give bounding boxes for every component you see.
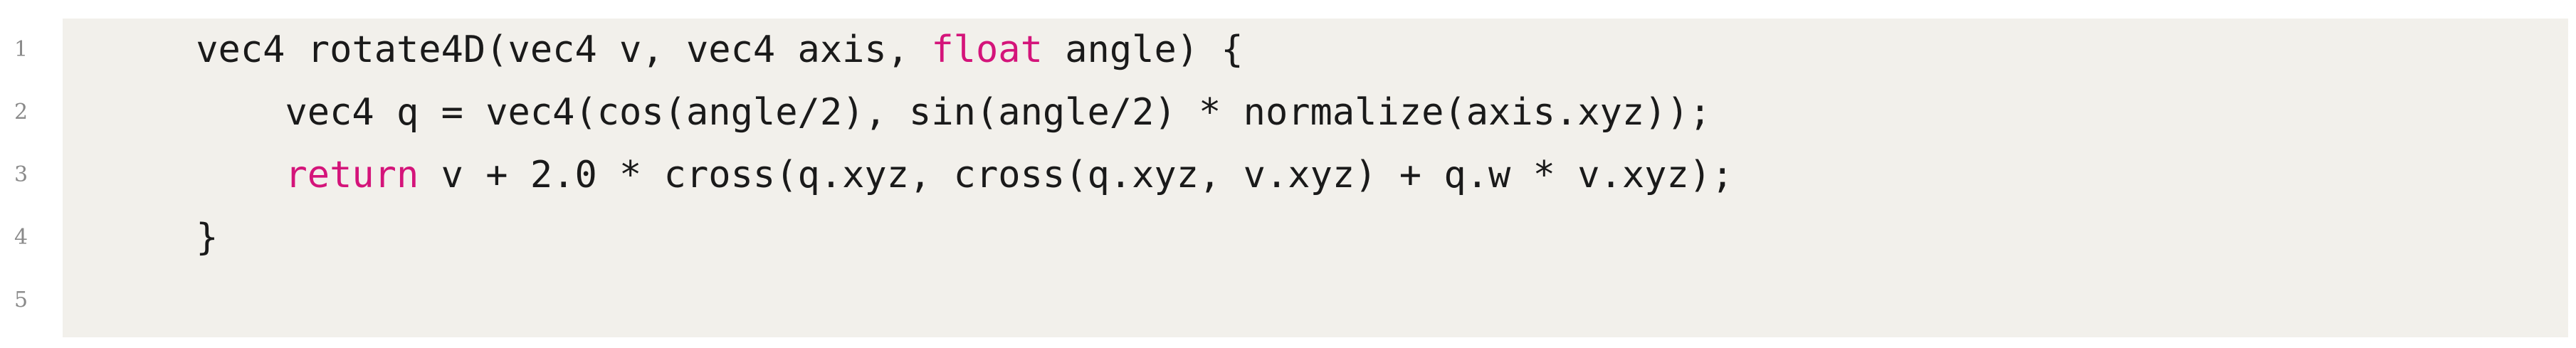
code-text: v + 2.0 * cross(q.xyz, cross(q.xyz, v.xy… (419, 154, 1734, 196)
code-block (63, 19, 2568, 337)
line-number: 4 (14, 225, 28, 250)
code-text: vec4 rotate4D(vec4 v, vec4 axis, (196, 28, 932, 71)
line-number: 2 (14, 100, 28, 125)
line-number: 5 (14, 288, 28, 312)
line-number: 1 (14, 37, 28, 62)
code-indent (107, 154, 285, 196)
code-line-1: vec4 rotate4D(vec4 v, vec4 axis, float a… (107, 19, 1244, 81)
keyword-return: return (285, 154, 419, 196)
code-text: angle) { (1042, 28, 1244, 71)
code-line-4: } (107, 216, 219, 259)
code-line-2: vec4 q = vec4(cos(angle/2), sin(angle/2)… (107, 91, 1712, 134)
line-number: 3 (14, 162, 28, 187)
keyword-float: float (931, 28, 1043, 71)
code-line-3: return v + 2.0 * cross(q.xyz, cross(q.xy… (107, 144, 1733, 206)
code-indent (107, 28, 196, 71)
